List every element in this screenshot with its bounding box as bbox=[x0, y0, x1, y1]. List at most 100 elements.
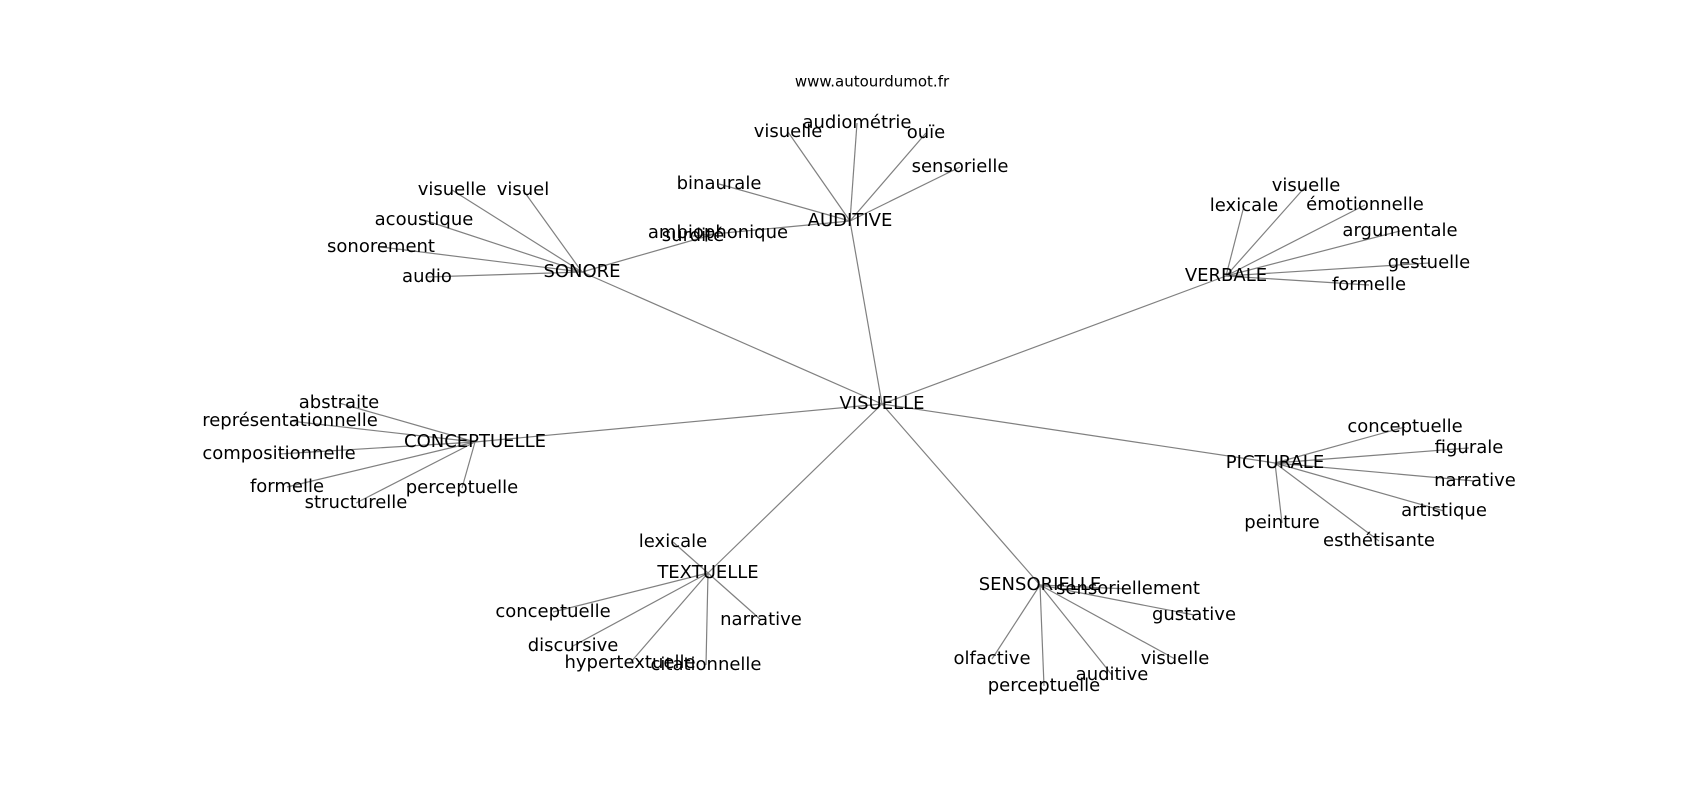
edge-sonore-child bbox=[522, 189, 583, 273]
edge-verbale-child bbox=[1225, 230, 1401, 277]
edge-picturale-child bbox=[1274, 462, 1445, 512]
leaf-node-label: audiométrie bbox=[802, 112, 911, 133]
edge-conceptuelle-child bbox=[355, 441, 476, 504]
edge-verbale-child bbox=[1225, 204, 1366, 277]
edge-sensorielle-child bbox=[1039, 584, 1129, 590]
edge-textuelle-child bbox=[572, 572, 709, 647]
branch-node-label: VERBALE bbox=[1185, 265, 1267, 286]
edge-conceptuelle-child bbox=[289, 420, 476, 443]
leaf-node-label: acoustique bbox=[375, 209, 474, 230]
leaf-node-label: visuelle bbox=[1141, 648, 1210, 669]
branch-node-label: CONCEPTUELLE bbox=[404, 431, 546, 452]
edge-root-conceptuelle bbox=[474, 403, 883, 443]
edge-auditive-child bbox=[849, 166, 961, 222]
leaf-node-label: visuelle bbox=[754, 121, 823, 142]
edge-textuelle-child bbox=[672, 541, 709, 574]
leaf-node-label: conceptuelle bbox=[1347, 416, 1462, 437]
branch-node-label: SENSORIELLE bbox=[979, 574, 1101, 595]
edge-picturale-child bbox=[1274, 462, 1380, 542]
leaf-node-label: narrative bbox=[1434, 470, 1516, 491]
leaf-node-label: audio bbox=[402, 266, 452, 287]
edge-sonore-child bbox=[581, 232, 719, 273]
leaf-node-label: émotionnelle bbox=[1306, 194, 1424, 215]
edge-root-verbale bbox=[881, 275, 1227, 405]
leaf-node-label: abstraite bbox=[299, 392, 379, 413]
edge-sensorielle-child bbox=[1039, 584, 1195, 616]
edge-root-textuelle bbox=[707, 403, 883, 574]
leaf-node-label: gustative bbox=[1152, 604, 1236, 625]
edge-auditive-child bbox=[849, 132, 927, 222]
leaf-node-label: binaurale bbox=[677, 173, 762, 194]
edge-auditive-child bbox=[692, 220, 851, 237]
edge-picturale-child bbox=[1274, 462, 1283, 524]
leaf-node-label: figurale bbox=[1435, 437, 1504, 458]
edge-picturale-child bbox=[1274, 426, 1406, 464]
leaf-node-label: visuel bbox=[497, 179, 550, 200]
root-node-label: VISUELLE bbox=[839, 393, 924, 414]
leaf-node-label: visuelle bbox=[418, 179, 487, 200]
edge-sonore-child bbox=[451, 189, 583, 273]
edge-conceptuelle-child bbox=[278, 441, 476, 455]
leaf-node-label: ambiophonique bbox=[648, 222, 788, 243]
leaf-node-label: ouïe bbox=[907, 122, 946, 143]
leaf-node-label: artistique bbox=[1401, 500, 1487, 521]
leaf-node-label: esthétisante bbox=[1323, 530, 1435, 551]
edge-picturale-child bbox=[1274, 447, 1470, 464]
edge-textuelle-child bbox=[552, 572, 709, 613]
leaf-node-label: narrative bbox=[720, 609, 802, 630]
edge-sonore-child bbox=[380, 246, 583, 273]
edge-conceptuelle-child bbox=[338, 402, 476, 443]
edge-root-picturale bbox=[881, 403, 1276, 464]
edge-auditive-child bbox=[849, 122, 858, 222]
leaf-node-label: lexicale bbox=[639, 531, 707, 552]
labels-layer: www.autourdumot.fr VISUELLESONOREvisuell… bbox=[202, 73, 1516, 697]
leaf-node-label: visuelle bbox=[1272, 175, 1341, 196]
edge-textuelle-child bbox=[707, 572, 762, 621]
leaf-node-label: sensoriellement bbox=[1056, 578, 1200, 599]
leaf-node-label: sonorement bbox=[327, 236, 435, 257]
edge-sonore-child bbox=[426, 271, 583, 278]
branch-node-label: PICTURALE bbox=[1226, 452, 1324, 473]
branch-node-label: AUDITIVE bbox=[808, 210, 893, 231]
leaf-node-label: conceptuelle bbox=[495, 601, 610, 622]
edge-root-sensorielle bbox=[881, 403, 1041, 586]
edge-verbale-child bbox=[1225, 262, 1430, 277]
edge-textuelle-child bbox=[629, 572, 709, 664]
edges-layer bbox=[278, 122, 1476, 687]
leaf-node-label: peinture bbox=[1244, 512, 1319, 533]
edge-root-auditive bbox=[849, 220, 883, 405]
leaf-node-label: olfactive bbox=[953, 648, 1030, 669]
edge-conceptuelle-child bbox=[461, 441, 476, 489]
leaf-node-label: auditive bbox=[1076, 664, 1149, 685]
leaf-node-label: discursive bbox=[528, 635, 619, 656]
edge-sonore-child bbox=[423, 219, 583, 273]
leaf-node-label: représentationnelle bbox=[202, 410, 378, 431]
leaf-node-label: compositionnelle bbox=[202, 443, 355, 464]
edge-sensorielle-child bbox=[1039, 584, 1176, 660]
edge-verbale-child bbox=[1225, 275, 1370, 286]
leaf-node-label: perceptuelle bbox=[988, 675, 1101, 696]
edge-sensorielle-child bbox=[991, 584, 1041, 660]
edge-verbale-child bbox=[1225, 185, 1307, 277]
branch-node-label: SONORE bbox=[543, 261, 620, 282]
edge-textuelle-child bbox=[705, 572, 709, 666]
leaf-node-label: sensorielle bbox=[912, 156, 1009, 177]
leaf-node-label: argumentale bbox=[1342, 220, 1457, 241]
leaf-node-label: citationnelle bbox=[650, 654, 761, 675]
edge-sensorielle-child bbox=[1039, 584, 1113, 676]
edge-auditive-child bbox=[787, 131, 851, 222]
edge-auditive-child bbox=[718, 183, 851, 222]
leaf-node-label: perceptuelle bbox=[406, 477, 519, 498]
leaf-node-label: formelle bbox=[250, 476, 324, 497]
leaf-node-label: lexicale bbox=[1210, 195, 1278, 216]
leaf-node-label: formelle bbox=[1332, 274, 1406, 295]
branch-node-label: TEXTUELLE bbox=[656, 562, 758, 583]
source-url: www.autourdumot.fr bbox=[795, 73, 950, 91]
edge-conceptuelle-child bbox=[286, 441, 476, 488]
edge-verbale-child bbox=[1225, 205, 1245, 277]
leaf-node-label: structurelle bbox=[305, 492, 408, 513]
leaf-node-label: surdité bbox=[662, 225, 724, 246]
edge-picturale-child bbox=[1274, 462, 1476, 482]
edge-root-sonore bbox=[581, 271, 883, 405]
